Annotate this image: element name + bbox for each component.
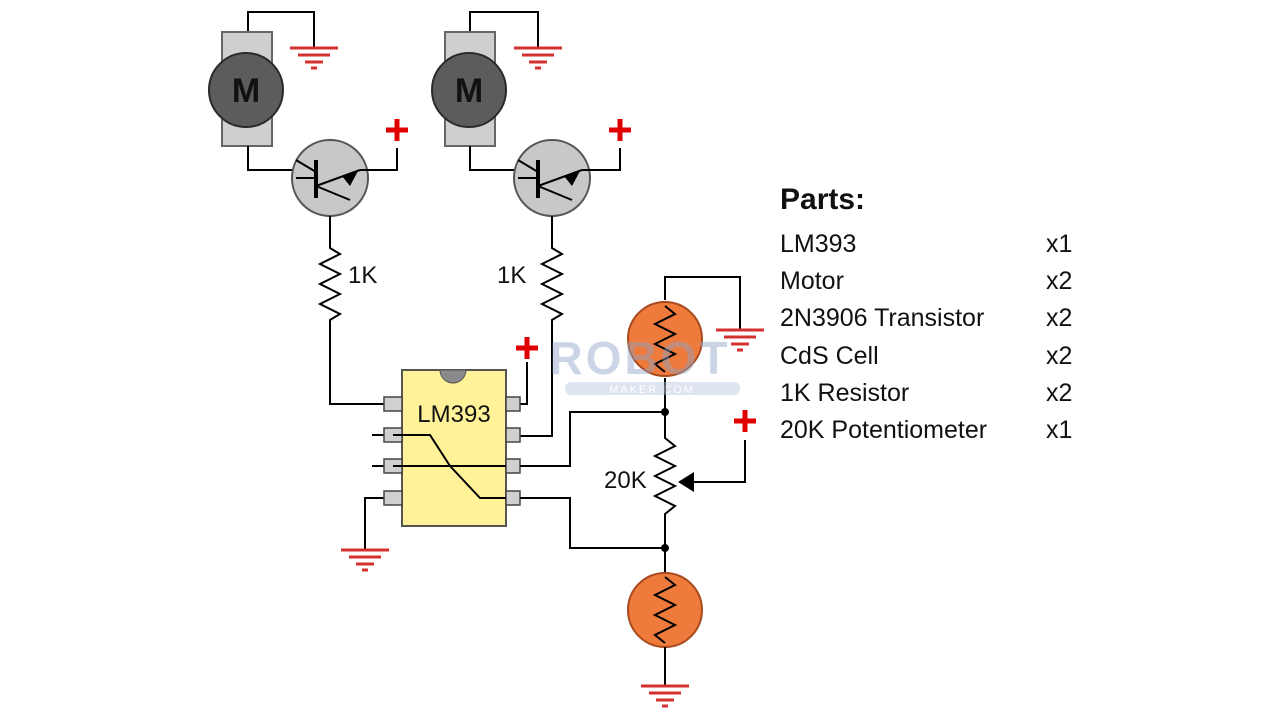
- parts-item: 20K Potentiometer x1: [780, 412, 1080, 449]
- transistor-2: [513, 119, 631, 236]
- motor-label: M: [455, 72, 483, 110]
- cds-cell-top: [627, 301, 703, 377]
- sensor-network: 20K: [520, 276, 766, 708]
- part-qty: x2: [1046, 378, 1073, 407]
- motor-symbol: [208, 52, 284, 128]
- ic-body: [401, 369, 507, 527]
- part-qty: x1: [1046, 416, 1073, 445]
- power-plus: [734, 410, 756, 432]
- parts-list: Parts: LM393 x1 Motor x2 2N3906 Transist…: [780, 180, 1080, 449]
- motor-label: M: [232, 72, 260, 110]
- ground-symbol: [339, 538, 391, 572]
- resistor-1k-left: 1K: [317, 236, 384, 405]
- part-name: 20K Potentiometer: [780, 416, 988, 445]
- part-qty: x2: [1046, 267, 1073, 296]
- motor-symbol: [431, 52, 507, 128]
- parts-title: Parts:: [780, 183, 866, 216]
- part-name: CdS Cell: [780, 341, 879, 370]
- part-name: Motor: [780, 267, 844, 296]
- resistor-label: 1K: [497, 262, 526, 289]
- resistor-label: 1K: [348, 262, 377, 289]
- part-qty: x2: [1046, 304, 1073, 333]
- cds-cell-bottom: [627, 572, 703, 648]
- ic-label: LM393: [417, 401, 490, 428]
- power-plus: [516, 337, 538, 359]
- transistor-1: [291, 119, 408, 236]
- parts-item: 1K Resistor x2: [780, 375, 1080, 412]
- part-name: 1K Resistor: [780, 378, 910, 407]
- ground-symbol: [639, 674, 691, 708]
- part-name: 2N3906 Transistor: [780, 304, 985, 333]
- parts-item: CdS Cell x2: [780, 338, 1080, 375]
- potentiometer-label: 20K: [604, 467, 647, 494]
- parts-item: LM393 x1: [780, 226, 1080, 263]
- power-plus: [386, 119, 408, 141]
- motor-1: M: [208, 11, 340, 171]
- parts-item: Motor x2: [780, 263, 1080, 300]
- part-name: LM393: [780, 230, 857, 258]
- motor-2: M: [431, 11, 564, 171]
- svg-text:MAKER.COM: MAKER.COM: [609, 384, 695, 396]
- lm393-ic: LM393: [339, 337, 538, 572]
- svg-text:ROBOT: ROBOT: [549, 332, 730, 384]
- watermark-logo: ROBOT MAKER.COM: [549, 332, 740, 396]
- part-qty: x1: [1046, 230, 1073, 258]
- resistor-1k-right: 1K: [497, 236, 565, 437]
- parts-item: 2N3906 Transistor x2: [780, 300, 1080, 337]
- power-plus: [609, 119, 631, 141]
- part-qty: x2: [1046, 341, 1073, 370]
- ground-symbol: [512, 36, 564, 70]
- ground-symbol: [288, 36, 340, 70]
